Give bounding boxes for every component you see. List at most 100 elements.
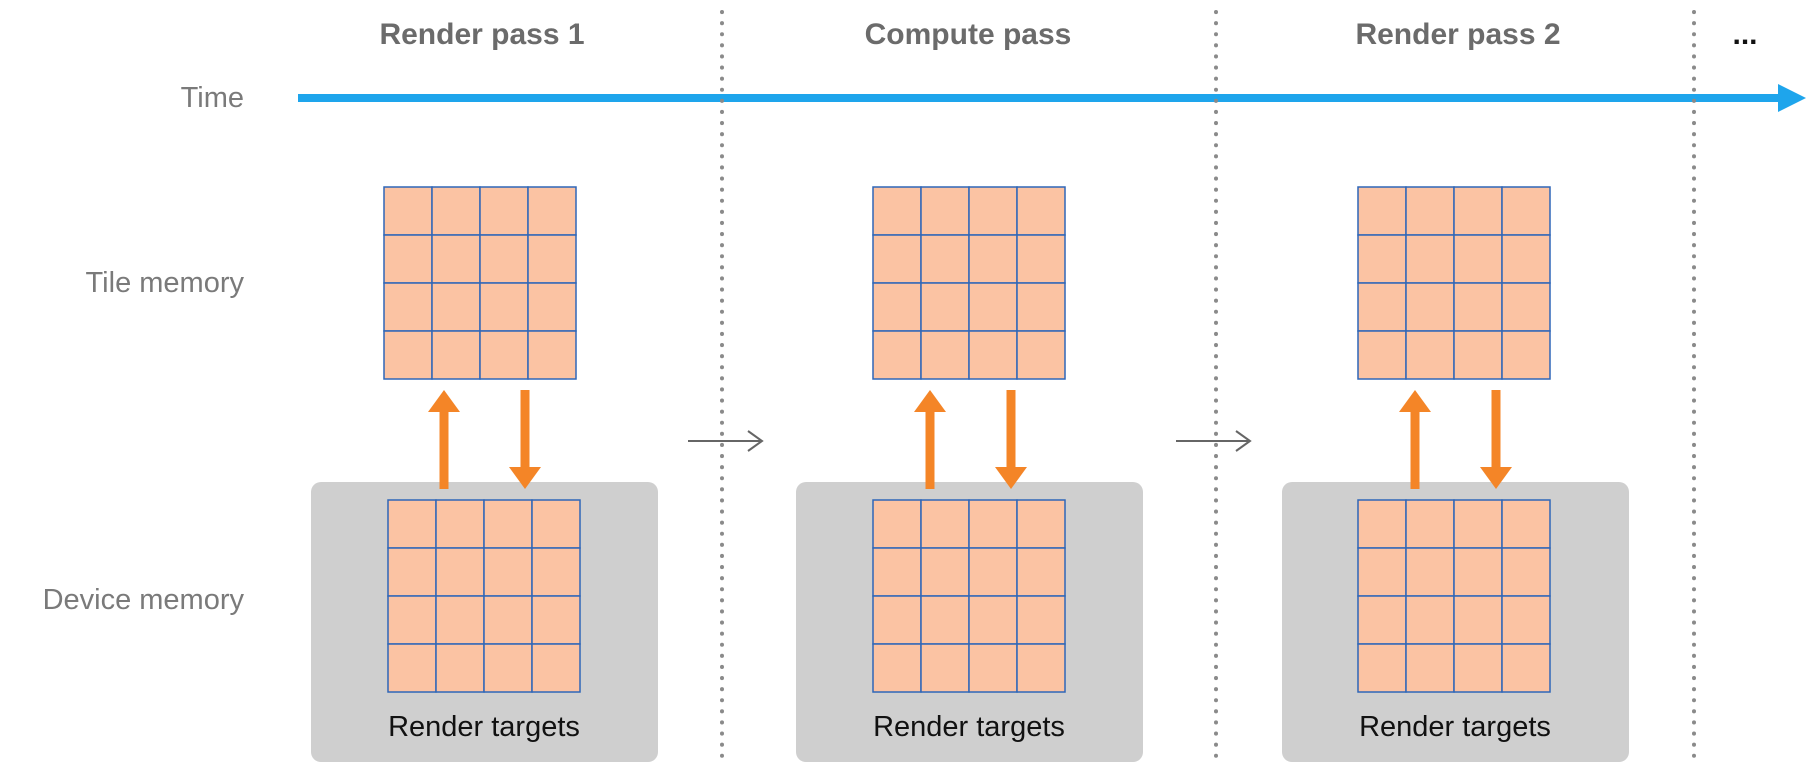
tile-cell bbox=[431, 234, 481, 284]
tile-cell bbox=[1357, 547, 1407, 597]
tile-cell bbox=[1501, 330, 1551, 380]
arrow-head bbox=[914, 390, 946, 412]
tile-cell bbox=[1357, 643, 1407, 693]
pass-column-3: Render targets bbox=[1282, 186, 1629, 762]
timeline-arrow bbox=[298, 84, 1806, 112]
tile-cell bbox=[920, 499, 970, 549]
render-target-grid bbox=[387, 499, 581, 693]
tile-cell bbox=[920, 330, 970, 380]
tile-cell bbox=[920, 595, 970, 645]
tile-cell bbox=[872, 643, 922, 693]
tile-cell bbox=[1453, 186, 1503, 236]
tile-cell bbox=[1357, 234, 1407, 284]
tile-cell bbox=[383, 234, 433, 284]
tile-cell bbox=[383, 186, 433, 236]
tile-cell bbox=[387, 643, 437, 693]
tile-cell bbox=[920, 643, 970, 693]
tile-cell bbox=[1016, 499, 1066, 549]
tile-cell bbox=[531, 499, 581, 549]
tile-cell bbox=[1453, 330, 1503, 380]
tile-cell bbox=[483, 499, 533, 549]
tile-cell bbox=[920, 186, 970, 236]
tile-memory-label: Tile memory bbox=[86, 267, 245, 299]
tile-cell bbox=[1405, 499, 1455, 549]
tile-cell bbox=[387, 499, 437, 549]
tile-cell bbox=[387, 595, 437, 645]
tile-cell bbox=[1405, 595, 1455, 645]
tile-cell bbox=[1405, 330, 1455, 380]
tile-cell bbox=[1357, 330, 1407, 380]
tile-cell bbox=[968, 282, 1018, 332]
tile-cell bbox=[1453, 595, 1503, 645]
tile-cell bbox=[479, 330, 529, 380]
tile-cell bbox=[479, 186, 529, 236]
tile-cell bbox=[968, 643, 1018, 693]
ellipsis-label: ... bbox=[1732, 18, 1757, 51]
tile-memory-grid bbox=[383, 186, 577, 380]
tile-cell bbox=[483, 643, 533, 693]
tile-cell bbox=[527, 282, 577, 332]
tile-cell bbox=[1357, 595, 1407, 645]
tile-cell bbox=[872, 547, 922, 597]
tile-cell bbox=[527, 234, 577, 284]
tile-cell bbox=[531, 643, 581, 693]
tile-cell bbox=[387, 547, 437, 597]
tile-cell bbox=[1357, 499, 1407, 549]
arrow-head bbox=[428, 390, 460, 412]
download-arrow bbox=[1480, 390, 1512, 489]
tile-cell bbox=[872, 282, 922, 332]
tile-cell bbox=[968, 234, 1018, 284]
tile-cell bbox=[483, 547, 533, 597]
tile-cell bbox=[920, 547, 970, 597]
tile-cell bbox=[1453, 547, 1503, 597]
tile-cell bbox=[435, 643, 485, 693]
tile-cell bbox=[1357, 282, 1407, 332]
flow-arrow-1 bbox=[688, 430, 764, 452]
tile-cell bbox=[1405, 282, 1455, 332]
tile-cell bbox=[479, 282, 529, 332]
time-label: Time bbox=[181, 82, 244, 114]
tile-cell bbox=[920, 282, 970, 332]
tile-memory-grid bbox=[1357, 186, 1551, 380]
tile-cell bbox=[431, 186, 481, 236]
tile-cell bbox=[1016, 186, 1066, 236]
tile-cell bbox=[1016, 643, 1066, 693]
tile-memory-grid bbox=[872, 186, 1066, 380]
arrow-head bbox=[509, 467, 541, 489]
tile-cell bbox=[1501, 643, 1551, 693]
tile-cell bbox=[435, 547, 485, 597]
tile-cell bbox=[1453, 234, 1503, 284]
tile-cell bbox=[968, 330, 1018, 380]
tile-cell bbox=[1453, 282, 1503, 332]
tile-cell bbox=[872, 499, 922, 549]
tile-cell bbox=[1357, 186, 1407, 236]
tile-cell bbox=[527, 186, 577, 236]
tile-cell bbox=[872, 234, 922, 284]
tile-cell bbox=[1453, 499, 1503, 549]
tile-cell bbox=[479, 234, 529, 284]
tile-cell bbox=[435, 595, 485, 645]
render-target-grid bbox=[872, 499, 1066, 693]
tile-cell bbox=[872, 595, 922, 645]
tile-cell bbox=[1016, 282, 1066, 332]
tile-cell bbox=[1016, 595, 1066, 645]
upload-arrow bbox=[428, 390, 460, 489]
tile-cell bbox=[531, 547, 581, 597]
tile-cell bbox=[527, 330, 577, 380]
render-target-grid bbox=[1357, 499, 1551, 693]
pass-header-1: Render pass 1 bbox=[379, 18, 584, 51]
pass-header-3: Render pass 2 bbox=[1355, 18, 1560, 51]
tile-cell bbox=[968, 186, 1018, 236]
render-targets-label: Render targets bbox=[388, 711, 580, 743]
arrow-head bbox=[1480, 467, 1512, 489]
tile-cell bbox=[1501, 282, 1551, 332]
render-targets-label: Render targets bbox=[1359, 711, 1551, 743]
tile-cell bbox=[483, 595, 533, 645]
tile-cell bbox=[968, 547, 1018, 597]
tile-cell bbox=[1501, 186, 1551, 236]
tile-cell bbox=[1501, 595, 1551, 645]
tile-cell bbox=[920, 234, 970, 284]
tile-cell bbox=[531, 595, 581, 645]
download-arrow bbox=[509, 390, 541, 489]
tile-cell bbox=[1016, 234, 1066, 284]
